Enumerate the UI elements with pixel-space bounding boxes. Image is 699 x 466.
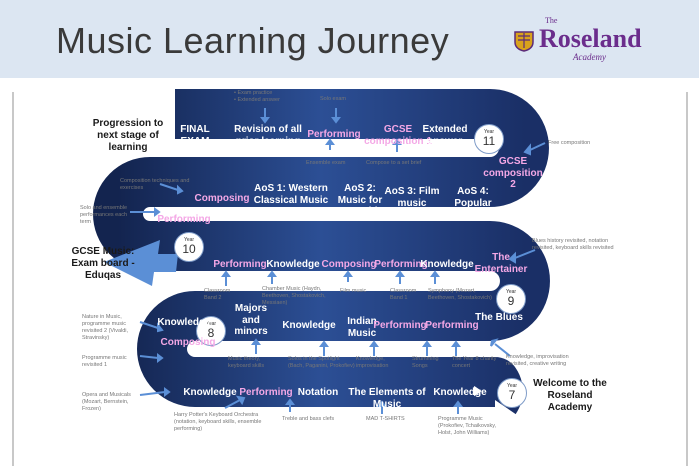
- progression-label: Progression to next stage of learning: [92, 118, 164, 153]
- note-knowledge-improvisation: Knowledge, improvisation: [356, 356, 389, 369]
- stage-the-entertainer: The Entertainer: [474, 252, 528, 275]
- note-film-music: Film music: [340, 288, 367, 294]
- stage-aos3: AoS 3: Film music: [384, 186, 440, 209]
- stage-knowledge-y9b: Knowledge: [420, 259, 474, 270]
- note-music-theory: Music theory, keyboard skills: [228, 356, 265, 369]
- note-classroom-band-2: Classroom Band 2: [204, 288, 231, 301]
- note-solo-exam: Solo exam: [320, 96, 346, 102]
- stage-indian-music: Indian Music: [347, 316, 377, 339]
- page-title: Music Learning Journey: [56, 20, 450, 61]
- stage-knowledge-y7a: Knowledge: [183, 387, 237, 398]
- frame-left: [12, 92, 14, 466]
- stage-composing-y9: Composing: [321, 259, 377, 270]
- gcse-exam-board-label: GCSE Music: Exam board - Eduqas: [71, 246, 135, 281]
- note-treble-bass: Treble and bass clefs: [282, 416, 335, 422]
- stage-the-blues: The Blues: [475, 312, 523, 323]
- note-composition-techniques: Composition techniques and exercises: [120, 178, 190, 191]
- note-opera-musicals: Opera and Musicals (Mozart, Bernstein, F…: [82, 392, 131, 412]
- stage-performing-y7: Performing: [239, 387, 293, 398]
- stage-aos4: AoS 4: Popular music: [454, 186, 492, 220]
- stage-gcse-composition-2: GCSE composition 2: [483, 156, 543, 190]
- stage-performing-y9b: Performing: [374, 259, 428, 270]
- logo-academy: Academy: [573, 52, 606, 62]
- stage-performing-y11: Performing: [307, 129, 361, 140]
- stage-majors-minors: Majors and minors: [234, 303, 268, 337]
- note-programme-music-1: Programme music revisited 1: [82, 355, 127, 368]
- note-programme-music: Programme Music (Prokofiev, Tchaikovsky,…: [438, 416, 497, 436]
- title-banner: [0, 0, 699, 78]
- stage-revision: Revision of all prior learning: [234, 124, 302, 147]
- stage-gcse-composition-1: GCSE composition 1: [364, 124, 432, 147]
- stage-knowledge-y7b: Knowledge: [433, 387, 487, 398]
- note-chamber-music: Chamber Music (Haydn, Beethoven, Shostak…: [262, 286, 326, 306]
- stage-performing-y8b: Performing: [425, 320, 479, 331]
- note-free-composition: Free composition: [548, 140, 591, 146]
- note-strumming-songs: Strumming Songs: [412, 356, 439, 369]
- stage-final-exam: FINAL EXAM: [180, 124, 210, 147]
- stage-performing-y10: Performing: [157, 214, 211, 225]
- note-harry-potter: Harry Potter's Keyboard Orchestra (notat…: [174, 412, 262, 432]
- note-blues-history: Blues history revisited, notation revisi…: [532, 238, 614, 251]
- welcome-label: Welcome to the Roseland Academy: [533, 378, 607, 413]
- note-solo-ensemble: Solo and ensemble performances each term: [80, 205, 128, 225]
- stage-performing-y9a: Performing: [213, 259, 267, 270]
- note-solos-spotlight: Solos in the Spotlight (Bach, Paganini, …: [288, 356, 355, 369]
- stage-notation: Notation: [297, 387, 339, 398]
- note-nature-in-music: Nature in Music, programme music revisit…: [82, 314, 129, 341]
- crest-icon: [514, 31, 534, 52]
- note-mad-tshirts: MAD T-SHIRTS: [366, 416, 405, 422]
- note-knowledge-creative: Knowledge, improvisation revisited, crea…: [506, 354, 569, 367]
- school-logo: The Roseland Academy: [505, 16, 655, 68]
- note-classroom-band-1: Classroom Band 1: [390, 288, 417, 301]
- note-year8-concert: The Year 8 charity concert: [452, 356, 497, 369]
- stage-knowledge-y8b: Knowledge: [282, 320, 336, 331]
- stage-knowledge-y9a: Knowledge: [266, 259, 320, 270]
- stage-composing-y8: Composing: [160, 337, 216, 348]
- logo-the: The: [545, 16, 558, 25]
- logo-name: Roseland: [539, 24, 642, 53]
- stage-aos2: AoS 2: Music for ensemble: [336, 183, 384, 217]
- stage-performing-y8a: Performing: [373, 320, 427, 331]
- stage-composing-y10: Composing: [194, 193, 250, 204]
- note-exam-practice: • Exam practice• Extended answer: [234, 90, 280, 103]
- frame-right: [686, 92, 688, 466]
- note-ensemble-exam: Ensemble exam: [306, 160, 346, 166]
- stage-knowledge-y8a: Knowledge: [157, 317, 211, 328]
- note-symphony: Symphony (Mozart, Beethoven, Shostakovic…: [428, 288, 492, 301]
- stage-extended-answer: Extended answer: [422, 124, 468, 147]
- stage-elements-of-music: The Elements of Music: [348, 387, 426, 410]
- stage-aos1: AoS 1: Western Classical Music: [253, 183, 329, 206]
- note-compose-brief: Compose to a set brief: [366, 160, 422, 166]
